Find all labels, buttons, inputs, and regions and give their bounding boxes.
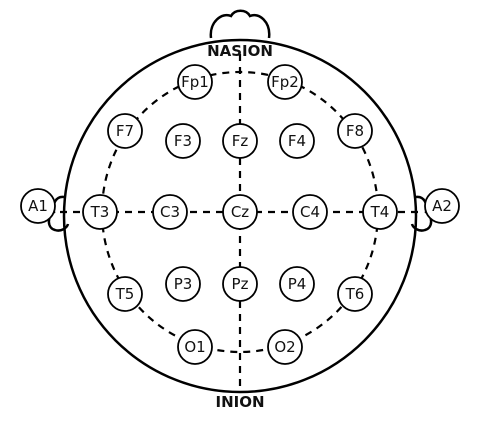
- electrode-f4: F4: [279, 123, 315, 159]
- electrode-t5: T5: [107, 276, 143, 312]
- electrode-label: Pz: [232, 275, 249, 293]
- electrode-label: T5: [115, 285, 135, 303]
- electrode-label: T3: [90, 203, 110, 221]
- electrode-label: F7: [116, 122, 134, 140]
- electrode-label: C4: [300, 203, 320, 221]
- head-outline: [62, 38, 418, 394]
- electrode-label: C3: [160, 203, 180, 221]
- inion-label: INION: [215, 393, 264, 411]
- electrode-p3: P3: [165, 266, 201, 302]
- electrode-t4: T4: [362, 194, 398, 230]
- electrode-o2: O2: [267, 329, 303, 365]
- ear-label: A1: [28, 197, 48, 215]
- ear-electrode-a1: A1: [20, 188, 56, 224]
- electrode-t3: T3: [82, 194, 118, 230]
- electrode-label: F8: [346, 122, 364, 140]
- electrode-fp1: Fp1: [177, 64, 213, 100]
- nasion-label: NASION: [207, 42, 273, 60]
- electrode-label: Fp2: [271, 73, 299, 91]
- electrode-cz: Cz: [222, 194, 258, 230]
- electrode-f7: F7: [107, 113, 143, 149]
- ear-label: A2: [432, 197, 452, 215]
- electrode-f8: F8: [337, 113, 373, 149]
- electrode-label: T4: [370, 203, 390, 221]
- electrode-label: Fz: [232, 132, 249, 150]
- electrode-f3: F3: [165, 123, 201, 159]
- electrode-o1: O1: [177, 329, 213, 365]
- electrode-label: T6: [345, 285, 365, 303]
- electrode-label: P3: [174, 275, 193, 293]
- electrode-c3: C3: [152, 194, 188, 230]
- electrode-label: Cz: [231, 203, 249, 221]
- electrode-c4: C4: [292, 194, 328, 230]
- ear-electrode-a2: A2: [424, 188, 460, 224]
- electrode-fp2: Fp2: [267, 64, 303, 100]
- electrode-label: P4: [288, 275, 307, 293]
- electrode-label: Fp1: [181, 73, 209, 91]
- electrode-label: O2: [274, 338, 295, 356]
- electrode-t6: T6: [337, 276, 373, 312]
- electrode-label: O1: [184, 338, 205, 356]
- electrode-label: F4: [288, 132, 306, 150]
- electrode-p4: P4: [279, 266, 315, 302]
- electrode-pz: Pz: [222, 266, 258, 302]
- electrode-fz: Fz: [222, 123, 258, 159]
- nose-outline: [209, 9, 271, 39]
- electrode-label: F3: [174, 132, 192, 150]
